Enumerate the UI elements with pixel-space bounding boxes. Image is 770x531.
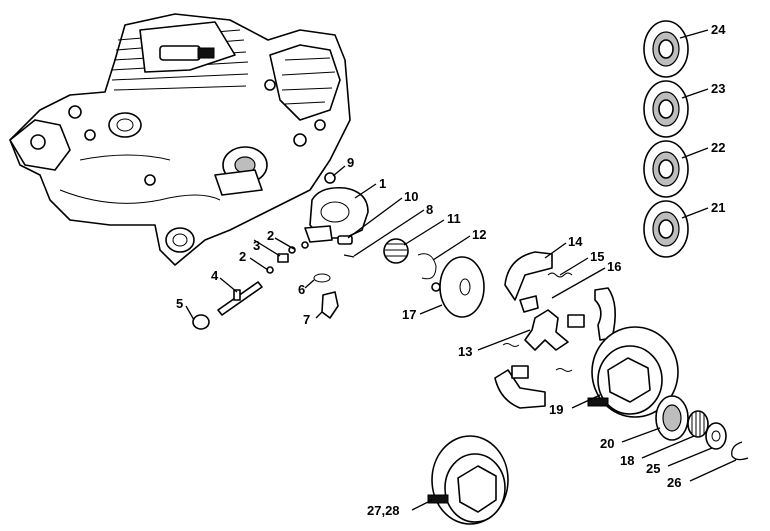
callout-1: 1 (379, 176, 386, 191)
leader-15 (559, 257, 589, 276)
callout-6: 6 (298, 282, 305, 297)
callout-3: 3 (253, 238, 260, 253)
rim-sprocket-21 (643, 200, 689, 258)
callout-12: 12 (472, 227, 486, 242)
leader-22 (681, 147, 709, 159)
leader-9 (332, 165, 346, 177)
callout-27-28: 27,28 (367, 503, 400, 518)
callout-10: 10 (404, 189, 418, 204)
leader-4 (219, 277, 238, 293)
rim-sprocket-22 (643, 140, 689, 198)
leader-16 (551, 267, 606, 299)
callout-11: 11 (447, 211, 461, 226)
leader-2b (249, 257, 269, 271)
leader-27-28 (411, 499, 433, 511)
callout-16: 16 (607, 259, 621, 274)
leader-3 (253, 239, 281, 257)
callout-labels: 24 23 22 21 9 1 10 8 11 12 14 15 16 2 3 … (176, 22, 726, 518)
leader-17 (419, 304, 443, 315)
leader-11 (403, 219, 445, 246)
leader-25 (667, 447, 713, 467)
engine-crankcase (9, 13, 351, 266)
leader-20 (621, 427, 661, 443)
leader-13 (477, 329, 531, 351)
callout-14: 14 (568, 234, 583, 249)
leader-6 (304, 279, 315, 289)
callout-18: 18 (620, 453, 634, 468)
callout-5: 5 (176, 296, 183, 311)
oil-pump-assembly (192, 172, 485, 330)
leader-1 (354, 183, 377, 199)
clutch-assembly (427, 251, 749, 525)
leader-19 (571, 394, 601, 409)
callout-22: 22 (711, 140, 725, 155)
leader-2a (274, 237, 295, 250)
leader-10 (347, 197, 403, 239)
leader-23 (681, 88, 709, 99)
callout-15: 15 (590, 249, 604, 264)
leader-14 (544, 242, 567, 259)
callout-23: 23 (711, 81, 725, 96)
callout-17: 17 (402, 307, 416, 322)
callout-2-upper: 2 (267, 228, 274, 243)
leader-18 (641, 435, 695, 459)
rim-sprocket-24 (643, 20, 689, 78)
leader-7 (315, 311, 323, 319)
callout-9: 9 (347, 155, 354, 170)
leader-12 (432, 235, 471, 261)
callout-25: 25 (646, 461, 660, 476)
sprocket-rims (643, 20, 689, 258)
leader-lines (185, 29, 737, 511)
callout-13: 13 (458, 344, 472, 359)
leader-24 (679, 29, 709, 39)
callout-21: 21 (711, 200, 725, 215)
leader-8 (353, 209, 425, 257)
leader-26 (689, 459, 737, 482)
callout-26: 26 (667, 475, 681, 490)
callout-8: 8 (426, 202, 433, 217)
callout-2-lower: 2 (239, 249, 246, 264)
leader-5 (185, 305, 195, 321)
callout-19: 19 (549, 402, 563, 417)
callout-24: 24 (711, 22, 726, 37)
rim-sprocket-23 (643, 80, 689, 138)
callout-4: 4 (211, 268, 219, 283)
callout-20: 20 (600, 436, 614, 451)
callout-7: 7 (303, 312, 310, 327)
leader-21 (681, 207, 709, 219)
